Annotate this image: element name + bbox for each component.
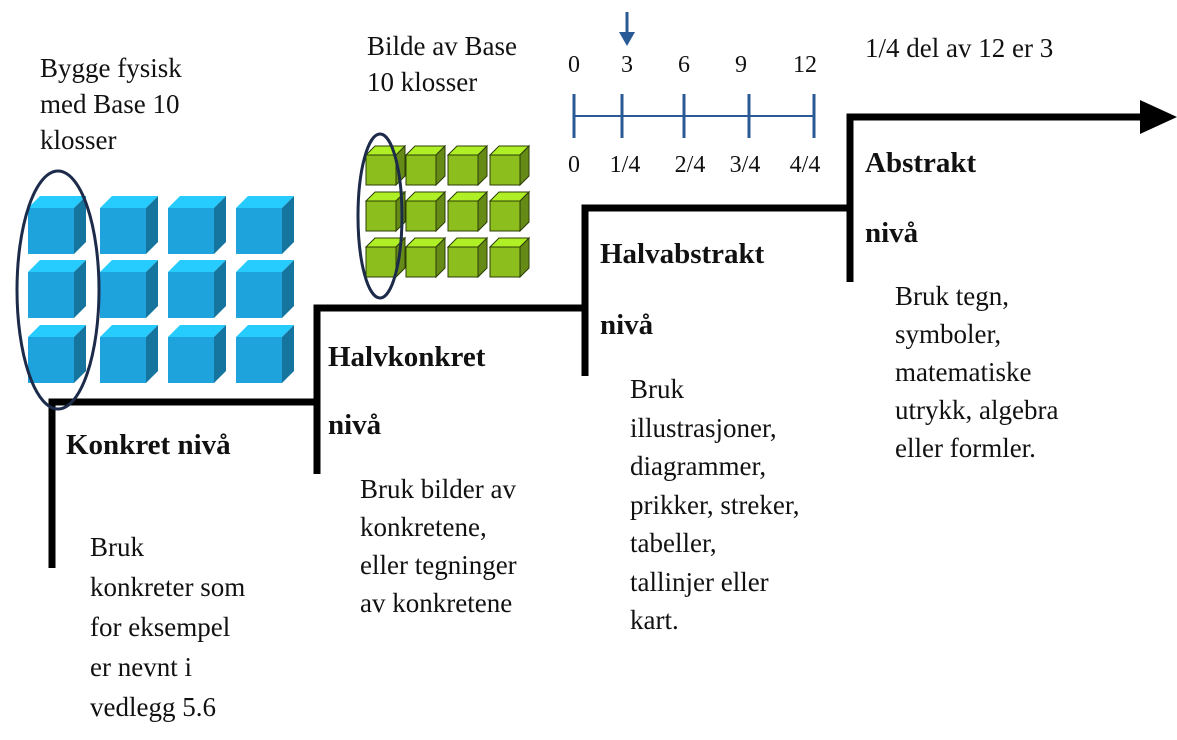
level-halvabstrakt-suffix: nivå: [600, 309, 654, 341]
picture-blocks-caption: Bilde av Base 10 klosser: [367, 31, 517, 97]
blue-cube: [168, 325, 226, 383]
level-abstrakt-title: Abstrakt: [865, 147, 977, 179]
nl-bottom-label-0: 0: [568, 152, 580, 178]
nl-bottom-label-1-4: 1/4: [609, 152, 641, 178]
physical-blocks-caption: Bygge fysisk med Base 10 klosser: [40, 53, 182, 155]
green-cube: [488, 236, 531, 279]
nl-top-label-6: 6: [678, 52, 690, 78]
blue-cube: [28, 260, 86, 318]
green-cube: [446, 144, 489, 187]
level-konkret-title: Konkret nivå: [66, 429, 231, 461]
blue-cube: [100, 196, 158, 254]
blue-cube-column-ellipse: [15, 169, 101, 411]
level-halvabstrakt-description: Bruk illustrasjoner, diagrammer, prikker…: [630, 374, 800, 635]
level-abstrakt-suffix: nivå: [865, 217, 919, 249]
green-cube-column-ellipse: [356, 132, 404, 300]
level-halvabstrakt-title: Halvabstrakt: [600, 238, 765, 270]
green-cube: [446, 190, 489, 233]
blue-cube: [236, 325, 294, 383]
blue-cube: [236, 260, 294, 318]
green-cube: [404, 190, 447, 233]
green-cube-grid: [364, 144, 531, 279]
blue-cube: [236, 196, 294, 254]
blue-cube: [168, 260, 226, 318]
down-arrow-head: [619, 32, 635, 46]
green-cube: [404, 236, 447, 279]
green-cube: [364, 190, 407, 233]
green-cube: [404, 144, 447, 187]
staircase: [48, 100, 1177, 568]
green-cube: [446, 236, 489, 279]
blue-cube-grid: [28, 196, 294, 383]
level-konkret-description: Bruk konkreter som for eksempel er nevnt…: [90, 532, 246, 722]
nl-top-label-9: 9: [735, 52, 747, 78]
level-abstrakt-description: Bruk tegn, symboler, matematiske utrykk,…: [895, 281, 1059, 463]
blue-cube: [100, 260, 158, 318]
number-line: [572, 12, 816, 138]
blue-cube: [100, 325, 158, 383]
level-halvkonkret-description: Bruk bilder av konkretene, eller tegning…: [360, 474, 517, 618]
level-halvkonkret-suffix: nivå: [328, 409, 382, 441]
blue-cube: [28, 325, 86, 383]
abstract-example-text: 1/4 del av 12 er 3: [865, 33, 1054, 63]
level-halvkonkret-title: Halvkonkret: [328, 341, 486, 373]
nl-top-label-12: 12: [793, 52, 817, 78]
blue-cube: [28, 196, 86, 254]
nl-top-label-0: 0: [568, 52, 580, 78]
green-cube: [488, 190, 531, 233]
nl-bottom-label-3-4: 3/4: [729, 152, 761, 178]
nl-bottom-label-4-4: 4/4: [789, 152, 821, 178]
nl-top-label-3: 3: [621, 52, 633, 78]
nl-bottom-label-2-4: 2/4: [674, 152, 706, 178]
blue-cube: [168, 196, 226, 254]
staircase-arrowhead: [1140, 100, 1177, 134]
green-cube: [488, 144, 531, 187]
green-cube: [364, 144, 407, 187]
